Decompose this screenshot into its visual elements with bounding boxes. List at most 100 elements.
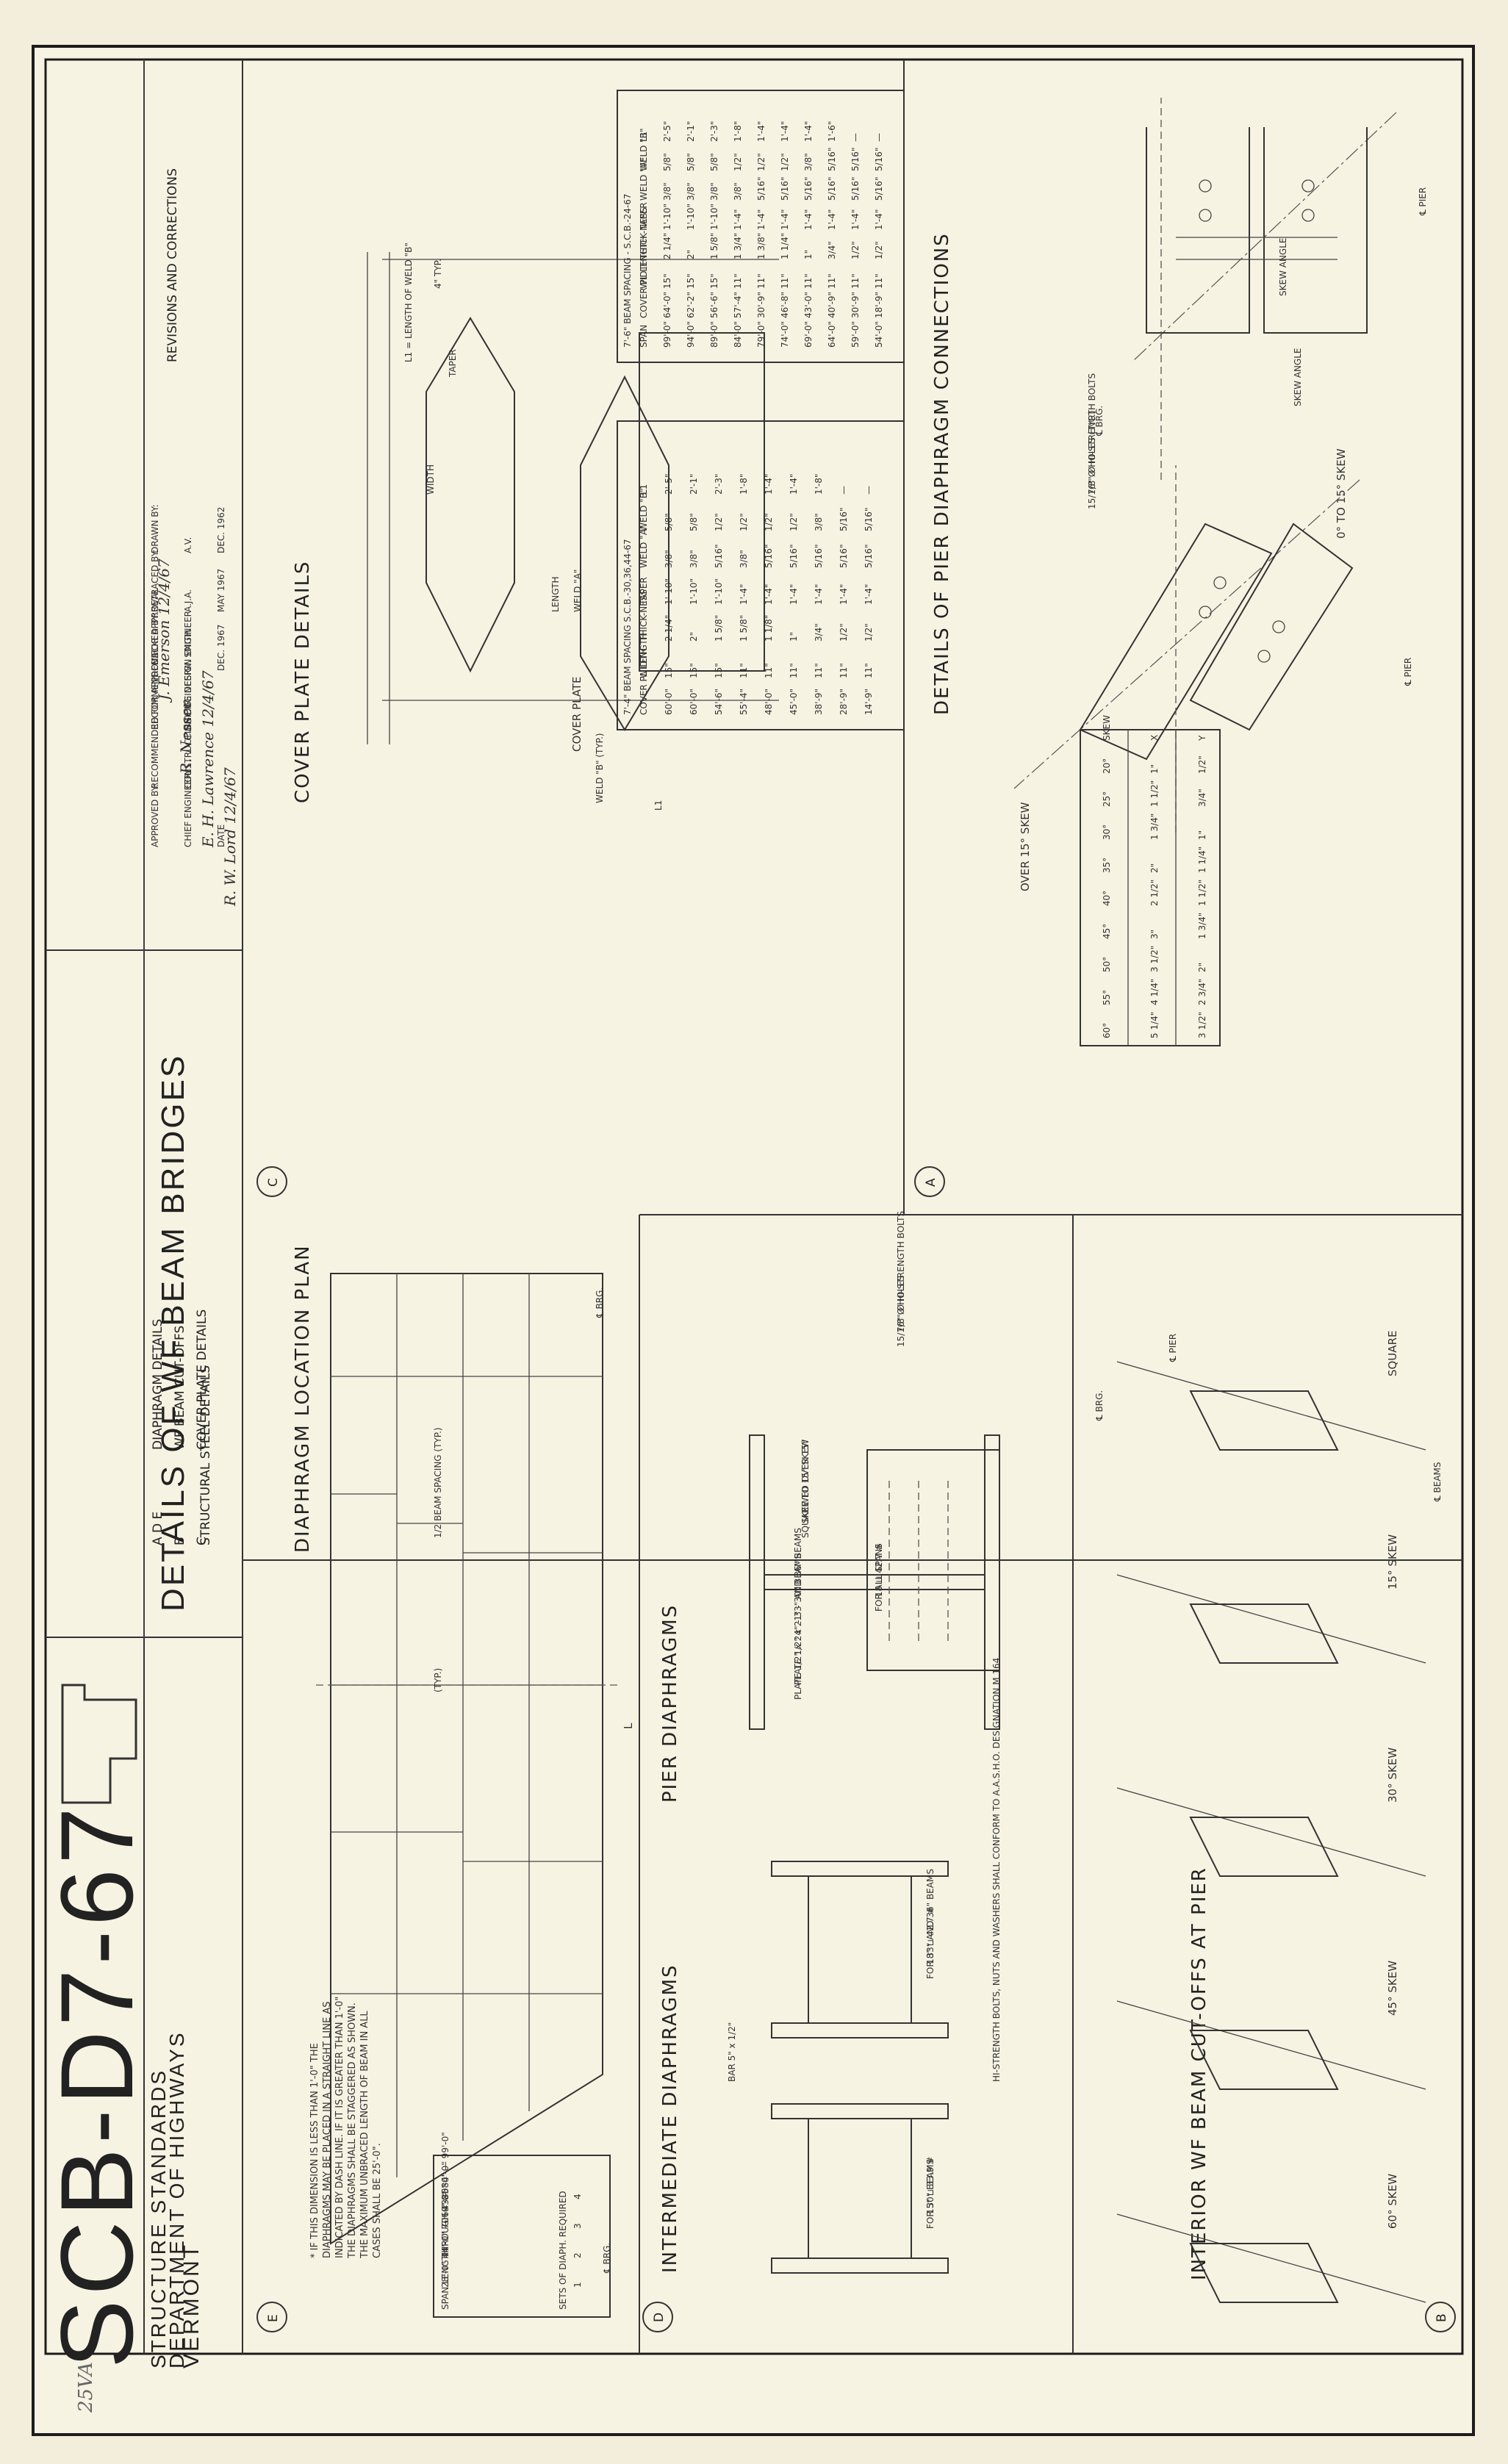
table-cell: 89'-0" [709, 321, 719, 348]
table-cell: 5/16" [874, 177, 884, 201]
skew-table-cell: 35° [1102, 858, 1112, 873]
skew-table-cell: 25° [1102, 791, 1112, 807]
agency-line-3: STRUCTURE STANDARDS [147, 2069, 170, 2368]
table-cell: 1/2" [756, 153, 766, 171]
note-ch3: 15" ⊔ 33.9 # [925, 2157, 936, 2214]
signoff-label: APPROVED BY: [150, 784, 160, 847]
note-skewed: SKEWED OVER 15° [800, 1440, 811, 1523]
cutoff-view-beam [1189, 2243, 1339, 2303]
table-cell: 1'-8" [814, 474, 824, 495]
table-cell: 69'-0" [803, 321, 814, 348]
section-b-marker [1425, 2302, 1456, 2332]
table-cell: 2" [686, 250, 696, 259]
table-cell: 1'-10" [664, 578, 674, 605]
signoff-name: CHIEF ENGINEER [183, 773, 193, 847]
cutoff-view-caption: 45° SKEW [1386, 1961, 1399, 2016]
label-brg-a: ℄ BRG. [1094, 406, 1105, 437]
note-plate-2: PLATE 1/2" x 24" - 33" AND 36" BEAMS [793, 1528, 803, 1700]
table-cell: 3/8" [662, 182, 672, 201]
table-cell: 5/16" [839, 545, 849, 568]
section-e-title: DIAPHRAGM LOCATION PLAN [292, 1244, 314, 1553]
table-cell: 38'-9" [814, 689, 824, 715]
view-a1-caption: 0° TO 15° SKEW [1335, 448, 1348, 539]
table-cell: 1/2" [874, 241, 884, 259]
table-header: COVER PL LENGTH [639, 633, 649, 715]
section-c-title: COVER PLATE DETAILS [292, 560, 314, 803]
table-cell: 11" [839, 663, 849, 678]
table-cell: 11" [814, 663, 824, 678]
table-cell: 48'-0" [764, 689, 774, 715]
table-cell: 1 5/8" [714, 615, 724, 642]
section-e-marker [256, 2302, 287, 2332]
table-cell: 30'-9" [756, 292, 766, 318]
signature-2: R. Nesser [177, 700, 195, 775]
table-cell: 1/2" [789, 513, 799, 531]
signoff-name: BRIDGE DESIGN ENGINEER [183, 611, 193, 730]
table-header: TAPER [639, 202, 649, 231]
span-table-header: SETS OF DIAPH. REQUIRED [558, 2191, 568, 2310]
table-2-title: 7'-4" BEAM SPACING S.C.B.-30,36,44-67 [622, 539, 633, 715]
table-cell: 3/4" [814, 623, 824, 642]
skew-table-cell: 2 3/4" [1197, 979, 1207, 1005]
table-cell: 54'-6" [714, 689, 724, 715]
agency-line-1: VERMONT [179, 2243, 204, 2368]
table-cell: 1/2" [739, 513, 749, 531]
skew-table-cell: 1 3/4" [1149, 813, 1160, 840]
skew-table-cell: 55° [1102, 990, 1112, 1005]
table-cell: 5/16" [714, 545, 724, 568]
table-cell: 59'-0" [850, 321, 861, 348]
table-cell: 3/8" [733, 182, 743, 201]
table-cell: 1/2" [714, 513, 724, 531]
table-cell: 5/16" [827, 148, 837, 171]
skew-table-header: X [1149, 735, 1160, 741]
table-cell: 5/16" [863, 545, 874, 568]
skew-table-cell: 1 1/4" [1197, 847, 1207, 873]
title-item-marks: C [195, 1537, 209, 1545]
label-weld-b: WELD "B" (TYP.) [595, 733, 605, 803]
table-2-cells: COVER PL LENGTHWIDTHTHICK-NESSTAPERWELD … [639, 474, 874, 715]
signature-3: E. H. Lawrence 12/4/67 [199, 670, 217, 848]
table-cell: 3/8" [709, 182, 719, 201]
label-pier-b: ℄ PIER [1168, 1334, 1178, 1362]
signature-4: R. W. Lord 12/4/67 [221, 767, 239, 907]
table-1-title: 7'-6" BEAM SPACING - S.C.B.-24-67 [622, 193, 633, 348]
table-cell: 1/2" [863, 623, 874, 642]
table-cell: 74'-0" [780, 321, 790, 348]
table-cell: 1'-4" [756, 209, 766, 230]
label-l: L [622, 1723, 635, 1729]
table-cell: 5/16" [874, 148, 884, 171]
sheet-number: SCB-D7-67 [39, 1803, 154, 2368]
agency-line-2: DEPARTMENT OF HIGHWAYS [165, 2030, 188, 2368]
inner-border [44, 58, 1464, 2355]
table-cell: 11" [780, 273, 790, 289]
section-d-marker [642, 2302, 673, 2332]
cutoff-view-line [1116, 1361, 1426, 1451]
skew-table-cell: 1 1/2" [1149, 780, 1160, 807]
sheet-title: DETAILS OF WF BEAM BRIDGES [155, 1054, 191, 1612]
table-cell: 5/16" [814, 545, 824, 568]
label-bolts-a: 7/8" Ø HI-STRENGTH BOLTS [1087, 373, 1097, 495]
skew-table-cell: 20° [1102, 758, 1112, 774]
table-header: L1 [639, 484, 649, 495]
span-table-cell: 44'-0" — 69'-0" [440, 2191, 450, 2258]
table-cell: 1'-10" [662, 204, 672, 230]
skew-table-cell: 2 1/2" [1149, 880, 1160, 906]
table-cell: 5/8" [689, 513, 699, 531]
table-cell: 1'-4" [803, 209, 814, 230]
table-header: L1 [639, 132, 649, 142]
table-cell: 1'-4" [780, 121, 790, 142]
skew-table-cell: 3 1/2" [1149, 946, 1160, 972]
cover-plate-drawing: LENGTH TAPER WIDTH WELD "A" WELD "B" (TY… [367, 243, 779, 811]
title-strip: REVISIONS AND CORRECTIONS DRAWN BY:A.V.D… [39, 168, 239, 2413]
diaphragm-plan-drawing [316, 1273, 617, 2245]
outer-border [32, 45, 1475, 2436]
table-cell: 45'-0" [789, 689, 799, 715]
table-cell: 56'-6" [709, 292, 719, 318]
view-a2-drawing [1013, 465, 1360, 833]
cutoff-view-caption: SQUARE [1386, 1331, 1399, 1376]
note-square: SQUARE TO 15° SKEW [800, 1439, 811, 1538]
table-cell: 1 1/4" [780, 233, 790, 259]
note-ch3-for: FOR 30" BEAMS [925, 2159, 936, 2229]
